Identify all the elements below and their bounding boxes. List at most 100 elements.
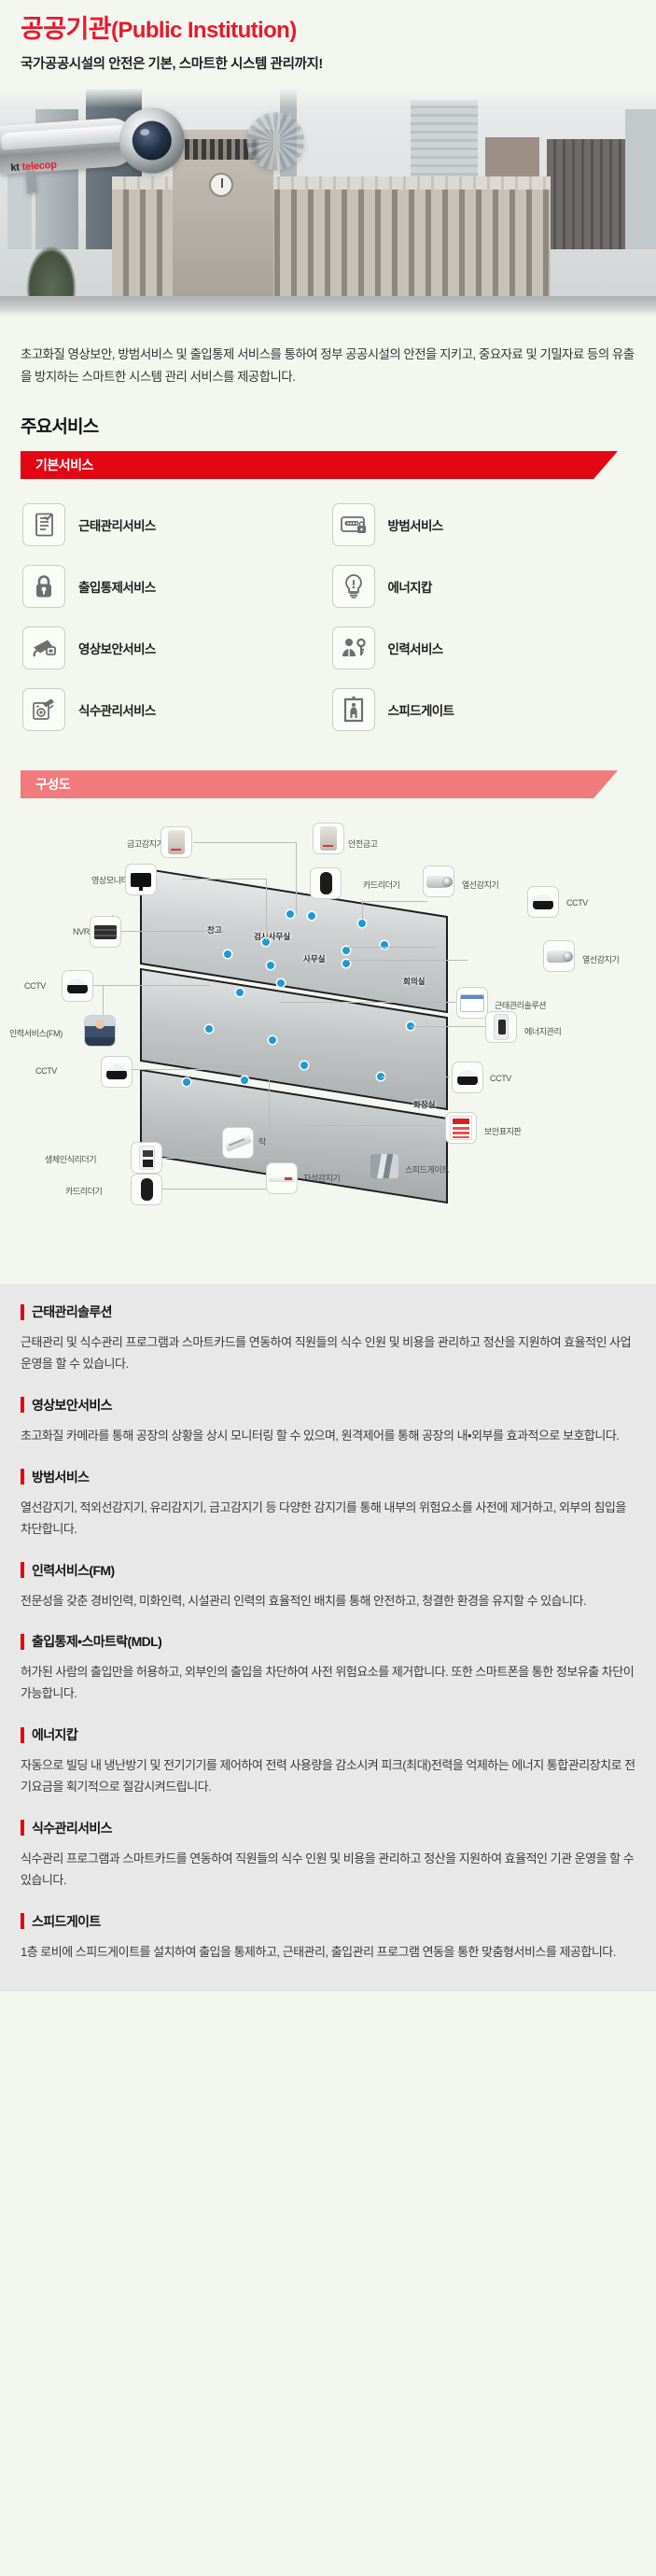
service-item-manpower[interactable]: 인력서비스 [331, 619, 636, 677]
page-title: 공공기관(Public Institution) [21, 15, 635, 44]
leader-line [126, 1069, 247, 1071]
room-label-meeting-room: 회의실 [403, 977, 426, 987]
detail-block-manpower: 인력서비스(FM) 전문성을 갖춘 경비인력, 미화인력, 시설관리 인력의 효… [21, 1561, 635, 1612]
leader-line [182, 879, 266, 880]
detail-block-access-control: 출입통제•스마트락(MDL) 허가된 사람의 출입만을 허용하고, 외부인의 출… [21, 1632, 635, 1705]
detail-title: 출입통제•스마트락(MDL) [32, 1634, 162, 1650]
lightbulb-icon [331, 565, 375, 609]
heading-accent-bar [21, 1913, 24, 1930]
service-item-access-control[interactable]: 출입통제서비스 [22, 557, 327, 615]
diagram-label-cctv-right-2: CCTV [490, 1074, 511, 1084]
speed-gate-icon [331, 688, 375, 732]
diagram-label-cctv-left-1: CCTV [24, 981, 46, 992]
detail-heading: 출입통제•스마트락(MDL) [21, 1632, 635, 1651]
meal-card-icon [22, 688, 65, 732]
connection-dot [308, 912, 315, 921]
connection-dot [381, 941, 388, 950]
clipboard-icon [22, 503, 65, 547]
cctv-dome-icon [527, 886, 559, 919]
service-label: 스피드게이트 [387, 704, 455, 719]
connection-dot [236, 989, 244, 997]
diagram-label-speed-gate: 스피드게이트 [405, 1165, 450, 1175]
leader-line [269, 1078, 270, 1159]
leader-line [362, 901, 427, 903]
hero-bottom-fade [0, 298, 656, 317]
service-label: 방범서비스 [387, 519, 444, 534]
leader-line [296, 842, 297, 916]
connection-dot [205, 1025, 213, 1034]
detail-title: 영상보안서비스 [32, 1397, 113, 1413]
padlock-icon [22, 565, 65, 609]
diagram-label-video-monitor: 영상모니터 [91, 876, 129, 886]
detail-title: 방범서비스 [32, 1469, 90, 1485]
connection-dot [241, 1077, 248, 1085]
detail-text: 자동으로 빌딩 내 냉난방기 및 전기기기를 제어하여 전력 사용량을 감소시켜… [21, 1758, 635, 1795]
magnetic-sensor-icon [266, 1162, 298, 1195]
speed-gate-photo-icon [368, 1151, 401, 1181]
nvr-icon [90, 916, 121, 949]
leader-line [159, 1158, 269, 1160]
diagram-ribbon: 구성도 [21, 770, 618, 798]
diagram-label-energy-manager: 에너지관리 [524, 1027, 562, 1037]
system-diagram: 창고 검사사무실 사무실 회의실 화장실 [0, 798, 656, 1285]
diagram-label-nvr: NVR [73, 927, 90, 937]
connection-dot [342, 947, 350, 955]
service-item-video-security[interactable]: 영상보안서비스 [22, 619, 327, 677]
room-label-office: 사무실 [303, 954, 326, 964]
service-item-energy-cop[interactable]: 에너지캅 [331, 557, 636, 615]
cctv-dome-icon [101, 1056, 133, 1089]
hero-top-fade [0, 88, 656, 109]
page-subtitle: 국가공공시설의 안전은 기본, 스마트한 시스템 관리까지! [21, 57, 323, 73]
leader-line [411, 1026, 485, 1028]
service-item-attendance[interactable]: 근태관리서비스 [22, 496, 327, 554]
leader-line [266, 879, 267, 941]
service-label: 식수관리서비스 [78, 704, 156, 719]
building-cutaway-illustration [140, 867, 448, 1204]
diagram-label-cctv-right-1: CCTV [566, 898, 588, 908]
connection-dot [342, 960, 350, 968]
cctv-camera-icon [22, 626, 65, 670]
service-item-meal-management[interactable]: 식수관리서비스 [22, 681, 327, 739]
cctv-dome-icon [62, 970, 93, 1003]
diagram-label-lock: 락 [258, 1137, 266, 1147]
diagram-label-biometric-reader: 생체인식리더기 [45, 1155, 97, 1165]
connection-dot [269, 1036, 276, 1045]
intro-paragraph: 초고화질 영상보안, 방범서비스 및 출입통제 서비스를 통하여 정부 공공시설… [0, 329, 656, 395]
detail-title: 식수관리서비스 [32, 1820, 113, 1836]
heading-accent-bar [21, 1303, 24, 1320]
detail-text: 식수관리 프로그램과 스마트카드를 연동하여 직원들의 식수 인원 및 비용을 … [21, 1851, 635, 1887]
leader-line [362, 901, 363, 921]
diagram-label-card-reader-right: 카드리더기 [363, 880, 400, 891]
room-label-restroom: 화장실 [413, 1100, 436, 1110]
detail-block-speed-gate: 스피드게이트 1층 로비에 스피드게이트를 설치하여 출입을 통제하고, 근태관… [21, 1912, 635, 1964]
heading-accent-bar [21, 1633, 24, 1650]
detail-text: 초고화질 카메라를 통해 공장의 상황을 상시 모니터링 할 수 있으며, 원격… [21, 1428, 620, 1443]
detail-heading: 방범서비스 [21, 1468, 635, 1486]
heading-accent-bar [21, 1397, 24, 1414]
heat-sensor-icon [543, 940, 575, 973]
heading-accent-bar [21, 1562, 24, 1579]
detail-text: 허가된 사람의 출입만을 허용하고, 외부인의 출입을 차단하여 사전 위험요소… [21, 1665, 635, 1701]
diagram-label-attendance-solution: 근태관리솔루션 [495, 1001, 547, 1011]
service-item-crime-prevention[interactable]: 방범서비스 [331, 496, 636, 554]
room-label-storage: 창고 [207, 925, 222, 936]
detail-heading: 영상보안서비스 [21, 1396, 635, 1415]
person-key-icon [331, 626, 375, 670]
building-clock-windows [185, 139, 259, 161]
smart-lock-icon [222, 1127, 254, 1160]
energy-manager-icon [485, 1011, 517, 1044]
hero-image: kt telecop [0, 88, 656, 317]
connection-dot [262, 938, 270, 947]
page-header: 공공기관(Public Institution) 국가공공시설의 안전은 기본,… [0, 0, 656, 89]
service-details-section: 근태관리솔루션 근태관리 및 식수관리 프로그램과 스마트카드를 연동하여 직원… [0, 1284, 656, 1992]
public-institution-page: 공공기관(Public Institution) 국가공공시설의 안전은 기본,… [0, 0, 656, 1992]
heat-sensor-icon [423, 866, 454, 898]
connection-dot [300, 1062, 308, 1070]
card-reader-icon [131, 1174, 162, 1206]
leader-line [89, 985, 210, 987]
detail-heading: 스피드게이트 [21, 1912, 635, 1931]
service-item-speed-gate[interactable]: 스피드게이트 [331, 681, 636, 739]
detail-text: 전문성을 갖춘 경비인력, 미화인력, 시설관리 인력의 효율적인 배치를 통해… [21, 1593, 587, 1608]
heading-accent-bar [21, 1726, 24, 1743]
page-title-english: (Public Institution) [110, 18, 297, 43]
